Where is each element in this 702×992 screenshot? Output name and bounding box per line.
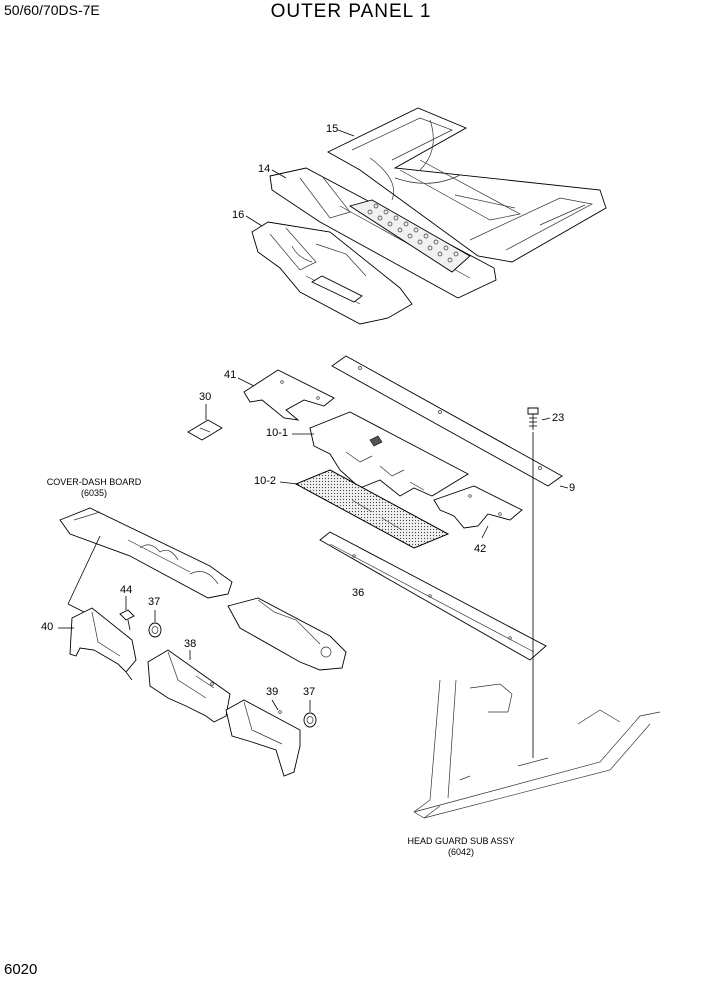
cover-dash-board-note: COVER-DASH BOARD (6035) xyxy=(40,477,148,499)
part-44-screw xyxy=(119,609,135,631)
part-40-cover xyxy=(69,607,137,681)
part-37-grommet-upper xyxy=(148,622,162,638)
part-15-floor-mat xyxy=(327,107,607,263)
callout-39: 39 xyxy=(266,686,279,698)
callout-30: 30 xyxy=(199,391,212,403)
callout-36: 36 xyxy=(352,587,365,599)
callout-38: 38 xyxy=(184,638,197,650)
leader-lines xyxy=(58,129,569,712)
part-9-strip xyxy=(331,355,563,487)
callout-41: 41 xyxy=(224,369,237,381)
cover-dash-board-title: COVER-DASH BOARD xyxy=(46,477,142,487)
callout-15: 15 xyxy=(326,123,339,135)
callout-16: 16 xyxy=(232,209,245,221)
part-10-1-plate xyxy=(309,411,469,497)
head-guard-note: HEAD GUARD SUB ASSY (6042) xyxy=(398,836,524,858)
page-title: OUTER PANEL 1 xyxy=(270,1,432,22)
part-10-2-mat xyxy=(294,469,450,549)
cover-dash-board-ghost xyxy=(59,507,347,671)
part-36-bar xyxy=(319,531,547,661)
part-42-bracket xyxy=(433,485,523,529)
callout-10-2: 10-2 xyxy=(254,475,277,487)
part-38-cover xyxy=(147,649,231,723)
part-30-pad xyxy=(187,419,223,441)
head-guard-ref: (6042) xyxy=(447,847,474,857)
callout-44: 44 xyxy=(120,584,133,596)
part-39-cover xyxy=(225,699,301,777)
part-37-grommet-lower xyxy=(303,712,317,728)
cover-dash-board-ref: (6035) xyxy=(80,488,107,498)
part-41-bracket xyxy=(243,369,335,421)
model-code: 50/60/70DS-7E xyxy=(4,2,100,18)
part-23-bolt xyxy=(527,407,539,758)
part-16-floor-mat xyxy=(251,221,413,325)
callout-42: 42 xyxy=(474,543,487,555)
part-14-floor-plate xyxy=(269,167,497,299)
callout-37-lower: 37 xyxy=(303,686,316,698)
callout-14: 14 xyxy=(258,163,271,175)
head-guard-title: HEAD GUARD SUB ASSY xyxy=(407,836,515,846)
callout-10-1: 10-1 xyxy=(266,427,289,439)
head-guard-sub-assy-ghost xyxy=(413,679,661,819)
page-number: 6020 xyxy=(4,961,38,978)
callout-23: 23 xyxy=(552,412,565,424)
callout-40: 40 xyxy=(41,621,54,633)
callout-37-upper: 37 xyxy=(148,596,161,608)
callout-9: 9 xyxy=(569,482,576,494)
